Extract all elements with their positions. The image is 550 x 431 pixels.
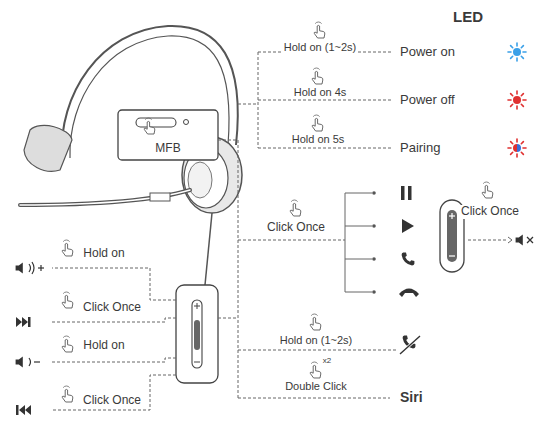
- action-label: Hold on: [81, 247, 126, 260]
- button-box: MFB: [118, 110, 218, 160]
- action-label: Click Once: [81, 301, 143, 314]
- function-label: Power on: [398, 45, 457, 59]
- action-label: Hold on 4s: [292, 86, 349, 98]
- action-label: Click Once: [459, 205, 521, 218]
- action-label: Hold on: [81, 339, 126, 352]
- count-mark: x2: [321, 357, 333, 366]
- function-label: Power off: [398, 93, 457, 107]
- action-label: Double Click: [283, 380, 349, 392]
- action-label: Click Once: [81, 394, 143, 407]
- action-label: Hold on 5s: [290, 133, 347, 145]
- function-label: Pairing: [398, 141, 442, 155]
- action-label: Hold on (1~2s): [282, 41, 358, 53]
- action-label: Hold on (1~2s): [278, 334, 354, 346]
- function-label: Siri: [398, 390, 425, 405]
- action-label: Click Once: [265, 221, 327, 234]
- legend-heading: LED: [451, 9, 485, 26]
- button-name: MFB: [155, 141, 180, 155]
